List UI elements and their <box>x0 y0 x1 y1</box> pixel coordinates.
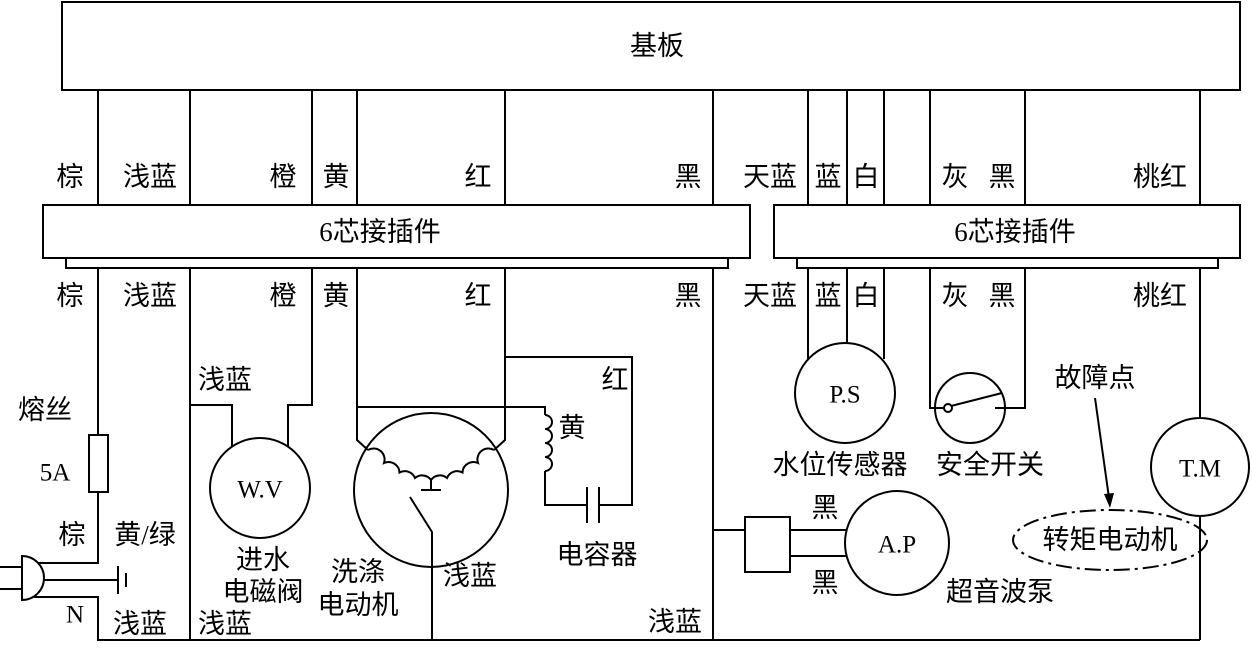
wire-label-upper-yellow: 黄 <box>323 162 350 192</box>
switch-contact-icon <box>943 403 953 413</box>
inlet-valve-name-2: 电磁阀 <box>223 577 304 607</box>
wire-label-upper-black: 黑 <box>675 162 702 192</box>
motor-winding-tap <box>421 480 441 491</box>
inlet-valve: W.V 浅蓝 进水 电磁阀 浅蓝 <box>189 268 313 640</box>
wire-label-lower-black-2: 黑 <box>989 281 1016 311</box>
wire-label-lower-pink: 桃红 <box>1133 281 1187 311</box>
wire-label-upper-light-blue: 浅蓝 <box>123 162 177 192</box>
fault-point-label: 故障点 <box>1055 363 1136 393</box>
control-board-label: 基板 <box>630 31 684 61</box>
wire-label-lower-gray: 灰 <box>942 281 969 311</box>
level-sensor-code: P.S <box>829 382 860 409</box>
capacitor-label: 电容器 <box>557 540 638 570</box>
wire-label-upper-red: 红 <box>465 162 492 192</box>
upper-wires <box>97 90 1201 205</box>
wash-motor-name-1: 洗涤 <box>331 557 385 587</box>
wire-label-upper-gray: 灰 <box>942 162 969 192</box>
wash-motor-return-label: 浅蓝 <box>443 561 497 591</box>
safety-switch-name: 安全开关 <box>936 450 1044 480</box>
connector-right-strip <box>796 257 1219 269</box>
switch-lever-icon <box>950 392 1003 407</box>
neutral-terminal-label: N <box>66 602 84 629</box>
connector-right-label: 6芯接插件 <box>954 217 1076 247</box>
wire-capacitor-red-loop <box>505 356 633 506</box>
pump-connector-block <box>744 516 791 573</box>
wire-label-upper-sky-blue: 天蓝 <box>743 162 797 192</box>
inlet-valve-return-label: 浅蓝 <box>198 609 252 639</box>
wire-neutral-bus <box>34 596 1200 641</box>
wire-label-lower-light-blue: 浅蓝 <box>123 281 177 311</box>
wire-label-lower-brown: 棕 <box>57 281 84 311</box>
upper-wire-labels: 棕 浅蓝 橙 黄 红 黑 天蓝 蓝 白 灰 黑 桃红 <box>57 162 1188 192</box>
pump: A.P 黑 黑 超音波泵 浅蓝 <box>648 268 1054 640</box>
wire-valve-lead-left <box>190 404 233 447</box>
capacitor-wire-label: 红 <box>602 365 629 395</box>
wire-live-to-plug <box>38 492 99 564</box>
torque-motor-name: 转矩电动机 <box>1043 525 1178 555</box>
wire-label-upper-brown: 棕 <box>57 162 84 192</box>
wire-label-upper-pink: 桃红 <box>1133 162 1187 192</box>
inlet-valve-symbol <box>209 437 311 539</box>
wire-coil-to-capacitor <box>544 471 587 506</box>
fuse-rating: 5A <box>40 460 71 487</box>
neutral-wire-label: 浅蓝 <box>113 609 167 639</box>
wash-motor-name-2: 电动机 <box>318 590 399 620</box>
fault-highlight-ellipse <box>1012 509 1208 571</box>
inlet-valve-lead-label: 浅蓝 <box>198 365 252 395</box>
pump-name: 超音波泵 <box>946 577 1054 607</box>
control-board: 基板 <box>61 1 1241 91</box>
inductor-coil-icon <box>544 414 553 472</box>
wire-motor-return <box>409 496 433 640</box>
wire-label-upper-orange: 橙 <box>270 162 297 192</box>
connector-left-label: 6芯接插件 <box>319 217 441 247</box>
fuse <box>88 434 109 493</box>
connector-right: 6芯接插件 <box>773 204 1241 269</box>
wire-label-upper-white: 白 <box>853 162 880 192</box>
wire-label-upper-blue: 蓝 <box>815 162 842 192</box>
safety-switch: 安全开关 <box>929 268 1044 480</box>
ground-wire-label: 黄/绿 <box>114 520 176 550</box>
wire-valve-lead-right <box>287 268 313 447</box>
connector-left: 6芯接插件 <box>42 204 751 269</box>
pump-lead-label-bottom: 黑 <box>812 568 839 598</box>
wire-label-lower-sky-blue: 天蓝 <box>743 281 797 311</box>
safety-switch-symbol <box>934 372 1006 444</box>
wire-label-upper-black-2: 黑 <box>989 162 1016 192</box>
torque-motor: T.M 故障点 转矩电动机 <box>1012 268 1250 640</box>
control-board-box <box>61 1 1241 91</box>
wire-motor-yellow <box>356 268 369 451</box>
pump-code: A.P <box>878 532 916 559</box>
wire-label-lower-red: 红 <box>465 281 492 311</box>
wire-label-lower-orange: 橙 <box>270 281 297 311</box>
fault-arrow-shaft <box>1094 397 1110 499</box>
coil-wire-label: 黄 <box>559 413 586 443</box>
torque-motor-code: T.M <box>1179 456 1221 483</box>
lower-wire-labels: 棕 浅蓝 橙 黄 红 黑 天蓝 蓝 白 灰 黑 桃红 <box>57 281 1188 311</box>
wire-label-lower-yellow: 黄 <box>323 281 350 311</box>
inlet-valve-code: W.V <box>237 477 283 504</box>
wire-label-lower-black: 黑 <box>675 281 702 311</box>
level-sensor-symbol <box>794 342 896 444</box>
wash-motor: 洗涤 电动机 浅蓝 黄 红 电容器 <box>318 268 638 640</box>
fuse-label: 熔丝 <box>18 395 72 425</box>
live-wire-label: 棕 <box>59 520 86 550</box>
wire-label-lower-blue: 蓝 <box>815 281 842 311</box>
connector-left-strip <box>65 257 729 269</box>
level-sensor: P.S 水位传感器 <box>773 268 908 480</box>
pump-return-label: 浅蓝 <box>648 607 702 637</box>
pump-symbol <box>844 490 950 596</box>
wire-coil-feed <box>357 406 546 415</box>
wire-switch-gray <box>929 268 944 409</box>
fault-arrow-head-icon <box>1104 493 1114 508</box>
level-sensor-name: 水位传感器 <box>773 450 908 480</box>
wire-label-lower-white: 白 <box>853 281 880 311</box>
wire-motor-red <box>493 268 506 451</box>
plug-icon <box>21 554 45 602</box>
motor-winding-icon <box>367 447 495 482</box>
power-input: 熔丝 5A 棕 黄/绿 N 浅蓝 <box>0 268 1200 641</box>
inlet-valve-name-1: 进水 <box>236 545 290 575</box>
pump-lead-label-top: 黑 <box>812 493 839 523</box>
